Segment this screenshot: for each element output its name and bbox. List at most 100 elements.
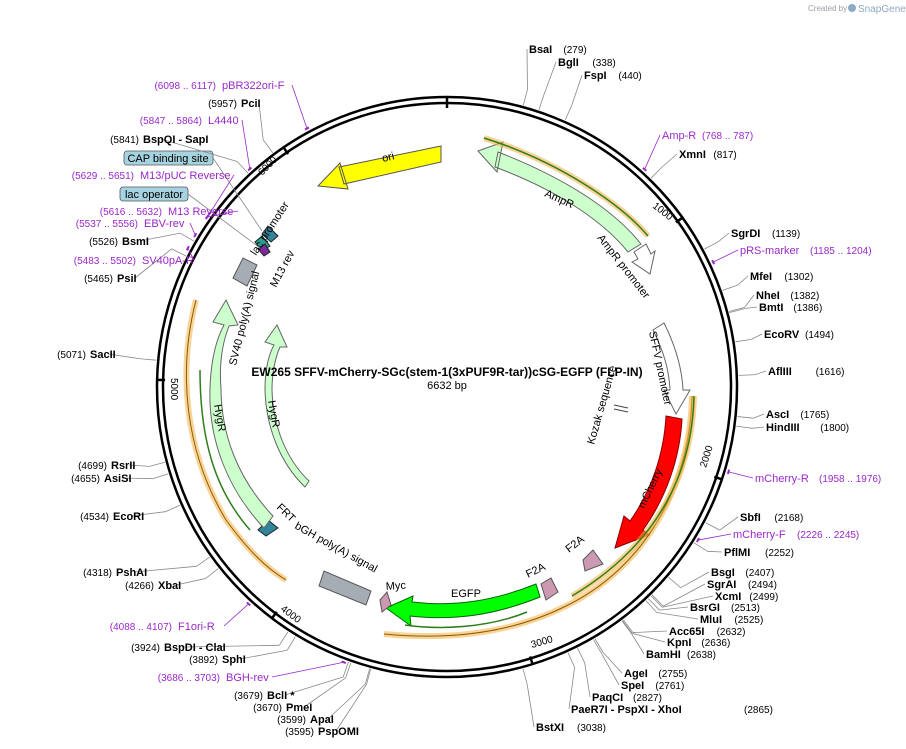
enzyme-site-acc65i[interactable]: Acc65I(2632)	[622, 619, 746, 638]
primer-site-sv40pa-r[interactable]: (5483 .. 5502)SV40pA-R	[74, 245, 195, 267]
primer-site-bgh-rev[interactable]: (3686 .. 3703)BGH-rev	[158, 660, 347, 684]
enzyme-site-sacii[interactable]: (5071)SacII	[57, 349, 157, 361]
enzyme-site-xmni[interactable]: XmnI(817)	[650, 149, 737, 179]
primer-site-l4440[interactable]: (5847 .. 5864)L4440	[140, 115, 253, 172]
enzyme-site-pshai[interactable]: (4318)PshAI	[83, 556, 210, 579]
enzyme-leader-line	[152, 473, 169, 480]
primer-site-m13-puc-reverse[interactable]: (5629 .. 5651)M13/pUC Reverse	[72, 170, 235, 216]
primer-site-pbr322ori-f[interactable]: (6098 .. 6117)pBR322ori-F	[154, 80, 310, 131]
myc-feature[interactable]	[379, 590, 392, 613]
enzyme-position: (2636)	[701, 638, 730, 649]
enzyme-leader-line	[744, 294, 755, 308]
f2a-feature-1[interactable]	[582, 549, 604, 572]
enzyme-site-bgli[interactable]: BglI(338)	[538, 57, 616, 110]
enzyme-site-kpni[interactable]: KpnI(2636)	[622, 620, 730, 649]
enzyme-position: (3679)	[234, 691, 263, 702]
enzyme-site-apai[interactable]: (3599)ApaI	[277, 668, 371, 726]
primer-mark	[193, 232, 198, 238]
enzyme-site-sgrdi[interactable]: SgrDI(1139)	[704, 228, 800, 250]
enzyme-site-asci[interactable]: AscI(1765)	[737, 409, 830, 421]
primer-site-m13-reverse[interactable]: (5616 .. 5632)M13 Reverse	[100, 206, 239, 220]
enzyme-site-bamhi[interactable]: BamHI(2638)	[621, 620, 716, 661]
lac-promoter-feature[interactable]	[261, 225, 279, 243]
hygr-feature-inner[interactable]	[264, 323, 310, 488]
f2a-feature-2[interactable]	[540, 577, 559, 601]
enzyme-site-pflmi[interactable]: PflMI(2252)	[693, 542, 794, 559]
primer-mark	[711, 259, 716, 265]
enzyme-site-ecori[interactable]: (4534)EcoRI	[80, 504, 181, 523]
enzyme-site-spei[interactable]: SpeI(2761)	[593, 639, 685, 692]
primer-name: EBV-rev	[144, 218, 185, 230]
ampr-feature[interactable]	[477, 141, 642, 253]
enzyme-position: (1302)	[784, 272, 813, 283]
enzyme-site-hindiii[interactable]: HindIII(1800)	[736, 422, 849, 434]
enzyme-leader-line	[284, 676, 344, 696]
enzyme-leader-line	[622, 620, 633, 634]
enzyme-site-bsmi[interactable]: (5526) BsmI	[89, 232, 195, 248]
enzyme-site-xcmi[interactable]: XcmI(2499)	[650, 591, 778, 608]
enzyme-name: ApaI	[310, 714, 334, 726]
primer-leader-line	[697, 533, 732, 541]
ori-feature[interactable]	[316, 145, 442, 190]
enzyme-leader-line	[753, 413, 765, 419]
enzyme-site-sbfi[interactable]: SbfI(2168)	[705, 512, 804, 531]
enzyme-site-fspi[interactable]: FspI(440)	[564, 70, 642, 121]
primer-site-mcherry-r[interactable]: mCherry-R(1958 .. 1976)	[726, 469, 881, 485]
enzyme-site-bspqi[interactable]: (5841)BspQI - SapI	[110, 134, 249, 174]
enzyme-site-nhei[interactable]: NheI(1382)	[728, 290, 819, 312]
enzyme-position: (4655)	[71, 474, 100, 485]
enzyme-position: (1616)	[816, 367, 845, 378]
enzyme-site-afliii[interactable]: AflIII(1616)	[738, 366, 845, 378]
enzyme-site-psii[interactable]: (5465)PsiI	[84, 248, 187, 285]
primer-site-f1ori-r[interactable]: (4088 .. 4107)F1ori-R	[110, 601, 251, 633]
enzyme-site-pcii[interactable]: (5957)PciI	[208, 98, 274, 153]
enzyme-site-bcli[interactable]: (3679)BclI *	[234, 661, 349, 702]
enzyme-name: XcmI	[715, 591, 741, 603]
enzyme-site-mlui[interactable]: MluI(2525)	[645, 600, 763, 626]
enzyme-site-bstxi[interactable]: BstXI(3038)	[522, 668, 606, 734]
mcherry-feature[interactable]	[614, 415, 683, 549]
enzyme-site-pmei[interactable]: (3670)PmeI	[253, 662, 352, 714]
enzyme-site-paer7i[interactable]: PaeR7I - PspXI - XhoI(2865)	[567, 652, 773, 716]
bgh-polya-feature[interactable]	[318, 570, 372, 606]
hygr-feature-outer[interactable]	[209, 298, 274, 529]
enzyme-site-ecorv[interactable]: EcoRV(1494)	[735, 329, 834, 343]
lac-operator-feature[interactable]	[257, 243, 271, 257]
enzyme-site-bsrgi[interactable]: BsrGI(2513)	[648, 598, 760, 614]
sv40-polya-feature[interactable]	[232, 257, 258, 287]
enzyme-name: EcoRI	[113, 511, 144, 523]
primer-leader-line	[728, 471, 754, 479]
primer-site-amp-r[interactable]: Amp-R(768 .. 787)	[642, 130, 753, 172]
label-lac-promoter: lac promoter	[248, 200, 292, 258]
primer-mark	[695, 537, 701, 543]
primer-site-mcherry-f[interactable]: mCherry-F(2226 .. 2245)	[695, 529, 859, 543]
enzyme-name: SgrAI	[707, 579, 736, 591]
lac-operator-label: lac operator	[125, 189, 183, 201]
enzyme-site-bsgi[interactable]: BsgI(2407)	[668, 567, 775, 589]
enzyme-site-rsrii[interactable]: (4699)RsrII	[78, 460, 165, 472]
egfp-feature[interactable]	[385, 583, 541, 628]
primer-site-ebv-rev[interactable]: (5537 .. 5556)EBV-rev	[76, 218, 198, 238]
enzyme-position: (2513)	[731, 603, 760, 614]
enzyme-site-bsai[interactable]: BsaI(279)	[522, 44, 587, 106]
primer-site-prs-marker[interactable]: pRS-marker(1185 .. 1204)	[711, 245, 872, 265]
enzyme-site-sphi[interactable]: (3892)SphI	[189, 636, 296, 666]
enzyme-site-sgrai[interactable]: SgrAI(2494)	[651, 579, 777, 607]
enzyme-site-paqci[interactable]: PaqCI(2827)	[577, 648, 662, 704]
enzyme-site-asisi[interactable]: (4655)AsiSI	[71, 473, 169, 485]
enzyme-site-xbai[interactable]: (4266)XbaI	[125, 568, 219, 592]
enzyme-position: (5526)	[89, 237, 118, 248]
ampr-promoter-feature[interactable]	[631, 243, 656, 275]
enzyme-site-agei[interactable]: AgeI(2755)	[594, 638, 687, 680]
enzyme-site-bspdi[interactable]: (3924)BspDI - ClaI	[131, 631, 289, 654]
enzyme-name: BsmI	[122, 236, 149, 248]
enzyme-site-bmti[interactable]: BmtI(1386)	[729, 302, 822, 314]
enzyme-site-pspomi[interactable]: (3595)PspOMI	[285, 668, 372, 738]
enzyme-site-mfei[interactable]: MfeI(1302)	[722, 271, 814, 291]
orf-mcherry-egfp-inner-line	[571, 395, 695, 597]
enzyme-leader-line	[632, 630, 668, 633]
enzyme-leader-line	[181, 644, 280, 648]
sffv-promoter-feature[interactable]	[652, 322, 691, 416]
enzyme-leader-line	[656, 612, 699, 620]
